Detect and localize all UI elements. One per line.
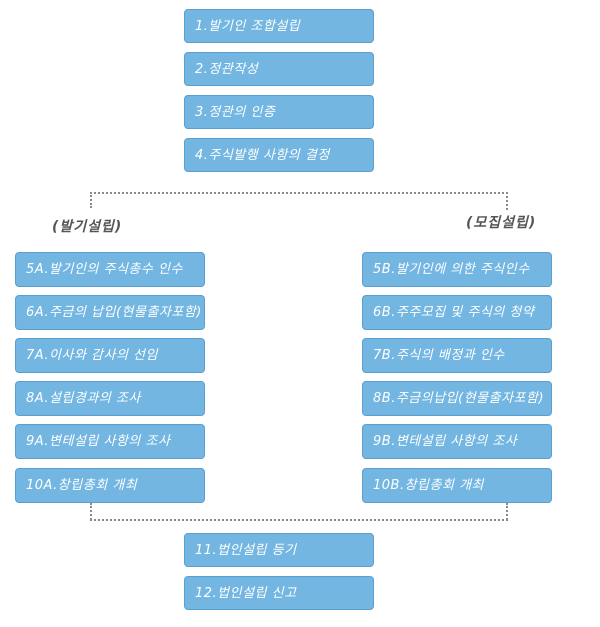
step-6a-box: 6A.주금의 납입(현물출자포함) [15, 295, 205, 330]
step-6b-box: 6B.주주모집 및 주식의 청약 [362, 295, 552, 330]
step-11-box: 11.법인설립 등기 [184, 533, 374, 567]
step-8a-box: 8A.설립경과의 조사 [15, 381, 205, 416]
step-2-box: 2.정관작성 [184, 52, 374, 86]
step-7a-box: 7A.이사와 감사의 선임 [15, 338, 205, 373]
connector-right-bottom-line [506, 503, 508, 520]
connector-top-line [90, 192, 508, 194]
connector-bottom-line [90, 519, 508, 521]
step-9b-box: 9B.변테설립 사항의 조사 [362, 424, 552, 459]
left-branch-label: (발기설립) [52, 219, 123, 235]
step-12-box: 12.법인설립 신고 [184, 576, 374, 610]
step-8b-box: 8B.주금의납입(현물출자포함) [362, 381, 552, 416]
connector-right-top-line [506, 192, 508, 210]
step-10a-box: 10A.창립총회 개최 [15, 468, 205, 503]
step-7b-box: 7B.주식의 배정과 인수 [362, 338, 552, 373]
step-3-box: 3.정관의 인증 [184, 95, 374, 129]
connector-left-top-line [90, 192, 92, 208]
step-5a-box: 5A.발기인의 주식총수 인수 [15, 252, 205, 287]
step-4-box: 4.주식발행 사항의 결정 [184, 138, 374, 172]
step-5b-box: 5B.발기인에 의한 주식인수 [362, 252, 552, 287]
step-1-box: 1.발기인 조합설립 [184, 9, 374, 43]
step-10b-box: 10B.창립총회 개최 [362, 468, 552, 503]
right-branch-label: (모집설립) [466, 215, 537, 231]
step-9a-box: 9A.변테설립 사항의 조사 [15, 424, 205, 459]
connector-left-bottom-line [90, 503, 92, 520]
